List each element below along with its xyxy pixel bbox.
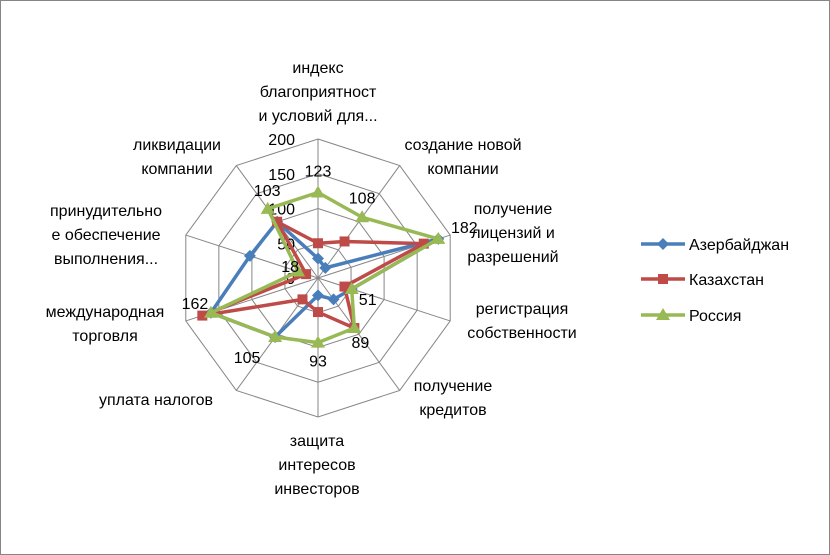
data-point	[313, 307, 323, 318]
data-point	[656, 308, 670, 320]
data-point	[301, 269, 312, 280]
data-point	[312, 289, 324, 302]
data-point	[327, 293, 340, 306]
data-point	[311, 335, 325, 348]
tick-label: 200	[268, 132, 295, 149]
data-point	[355, 210, 370, 223]
legend-label: Азербайджан	[689, 237, 789, 254]
data-point	[260, 201, 275, 214]
data-label: 123	[305, 164, 332, 181]
legend-label: Казахстан	[689, 272, 764, 289]
data-point	[297, 294, 308, 305]
series-3	[203, 185, 446, 348]
data-label: 93	[309, 354, 327, 371]
legend-item: Россия	[641, 308, 741, 325]
data-point	[319, 261, 332, 274]
data-point	[344, 281, 359, 294]
series-2	[197, 216, 429, 334]
data-point	[312, 252, 324, 265]
series-line	[209, 220, 441, 339]
data-point	[339, 236, 350, 247]
data-point	[313, 238, 323, 249]
data-point	[311, 185, 325, 198]
data-point	[657, 238, 669, 250]
data-point	[291, 264, 306, 277]
data-label: 105	[234, 350, 261, 367]
data-labels: 123 108 182 51 89 93 105 162 18 103	[182, 164, 478, 371]
category-label: уплата налогов	[99, 392, 213, 409]
data-point	[243, 249, 256, 262]
data-point	[658, 274, 668, 284]
legend-label: Россия	[689, 308, 741, 325]
data-point	[347, 321, 362, 334]
legend-item: Азербайджан	[641, 237, 789, 254]
data-label: 182	[451, 220, 478, 237]
data-label: 51	[359, 292, 377, 309]
data-point	[197, 310, 208, 321]
data-point	[268, 330, 283, 343]
data-label: 18	[281, 259, 299, 276]
legend-item: Казахстан	[641, 272, 764, 289]
grid	[185, 138, 451, 418]
data-point	[418, 238, 429, 249]
data-label: 162	[182, 296, 209, 313]
data-point	[431, 231, 446, 244]
data-point	[272, 216, 283, 227]
data-label: 89	[351, 335, 369, 352]
data-label: 108	[349, 190, 376, 207]
data-point	[203, 305, 218, 318]
data-label: 103	[254, 183, 281, 200]
tick-label: 150	[268, 167, 295, 184]
series-group	[197, 185, 446, 348]
data-point	[339, 281, 350, 292]
